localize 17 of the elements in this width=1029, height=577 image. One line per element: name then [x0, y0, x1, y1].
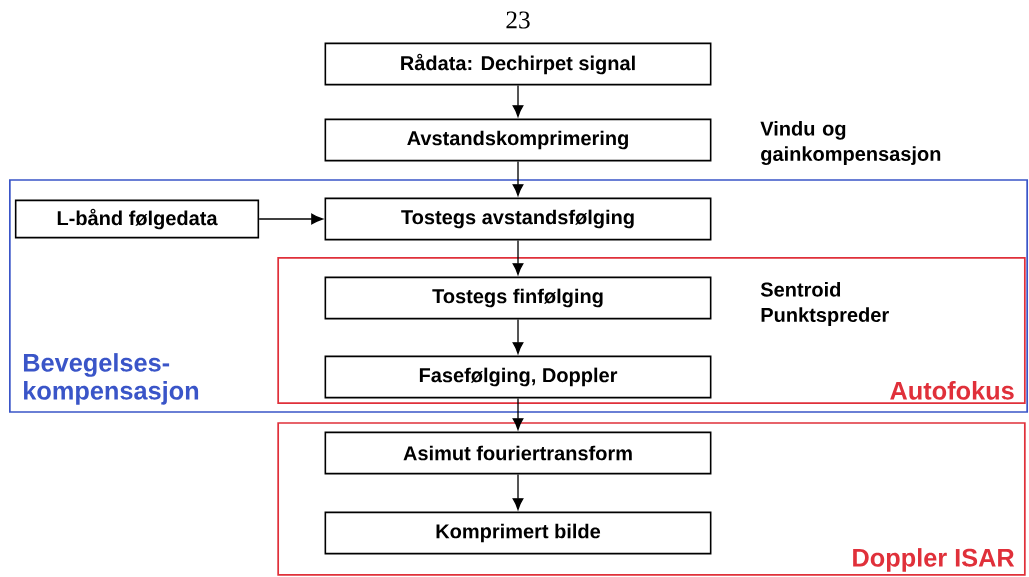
arrow [512, 84, 524, 117]
process-box: Fasefølging, Doppler [324, 355, 712, 399]
side-note: Sentroid Punktspreder [760, 282, 889, 326]
process-box: Avstandskomprimering [324, 118, 712, 162]
arrow [512, 318, 524, 354]
process-box: Asimut fouriertransform [324, 431, 712, 475]
arrow [512, 160, 524, 196]
arrow [512, 239, 524, 275]
process-box: L-bånd følgedata [14, 199, 260, 239]
process-box: Tostegs avstandsfølging [324, 197, 712, 241]
process-box: Tostegs finfølging [324, 276, 712, 320]
side-note: Vindu og gainkompensasjon [760, 120, 941, 166]
process-box: Komprimert bilde [324, 511, 712, 555]
arrow [258, 213, 323, 225]
process-box: Rådata: Dechirpet signal [324, 42, 712, 86]
arrow [512, 397, 524, 430]
arrow [512, 473, 524, 510]
